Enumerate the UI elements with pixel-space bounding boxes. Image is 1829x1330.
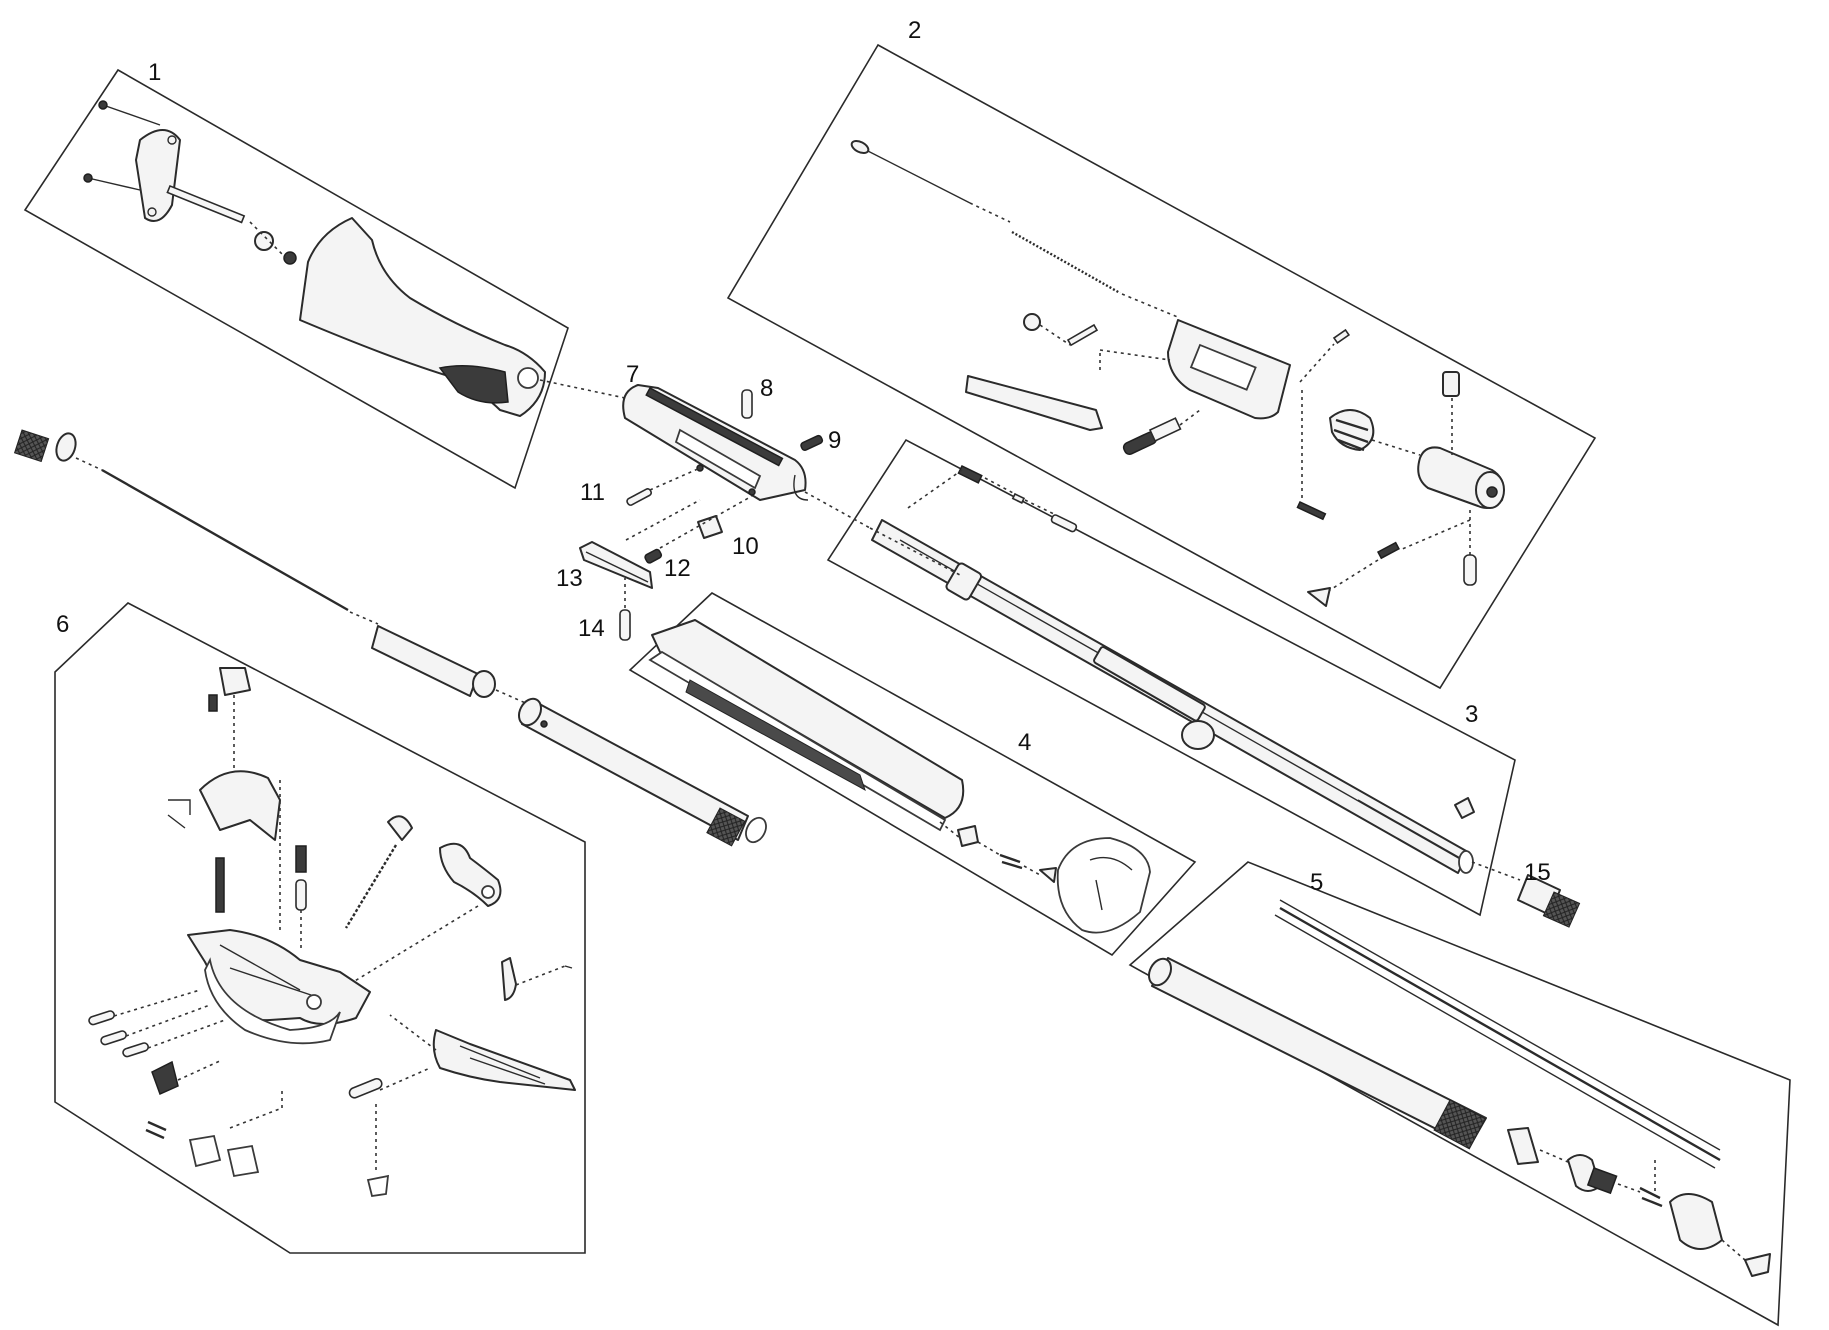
callout-12: 12 — [664, 555, 691, 582]
callout-2: 2 — [908, 17, 921, 44]
part-12-spring — [644, 548, 663, 564]
part-8-pin — [741, 389, 753, 419]
callout-8: 8 — [760, 375, 773, 402]
callout-labels: 1 2 3 4 5 6 7 8 9 10 11 12 13 14 15 — [56, 17, 1551, 896]
part-9-spring — [800, 434, 824, 452]
callout-10: 10 — [732, 533, 759, 560]
part-15-choke-tube — [1517, 874, 1581, 928]
action-bar-assembly — [13, 429, 767, 847]
part-7-receiver — [622, 384, 961, 576]
callout-13: 13 — [556, 565, 583, 592]
group-5-magazine-tube — [1128, 861, 1791, 1327]
callout-9: 9 — [828, 427, 841, 454]
callout-5: 5 — [1310, 869, 1323, 896]
callout-15: 15 — [1524, 859, 1551, 886]
callout-11: 11 — [580, 479, 605, 506]
group-3-barrel-assembly — [826, 438, 1521, 917]
part-13-ejector — [579, 541, 653, 589]
callout-1: 1 — [148, 59, 161, 86]
callout-3: 3 — [1465, 701, 1478, 728]
group-6-trigger-group — [54, 602, 586, 1254]
callout-6: 6 — [56, 611, 69, 638]
group-4-forend — [628, 592, 1197, 957]
group-1-stock-assembly — [23, 68, 626, 490]
part-14-pin — [619, 609, 631, 641]
group-2-bolt-assembly — [726, 43, 1597, 690]
callout-4: 4 — [1018, 729, 1031, 756]
part-11-pin — [626, 488, 652, 506]
part-10-pin — [697, 515, 723, 539]
callout-7: 7 — [626, 361, 639, 388]
callout-14: 14 — [578, 615, 605, 642]
